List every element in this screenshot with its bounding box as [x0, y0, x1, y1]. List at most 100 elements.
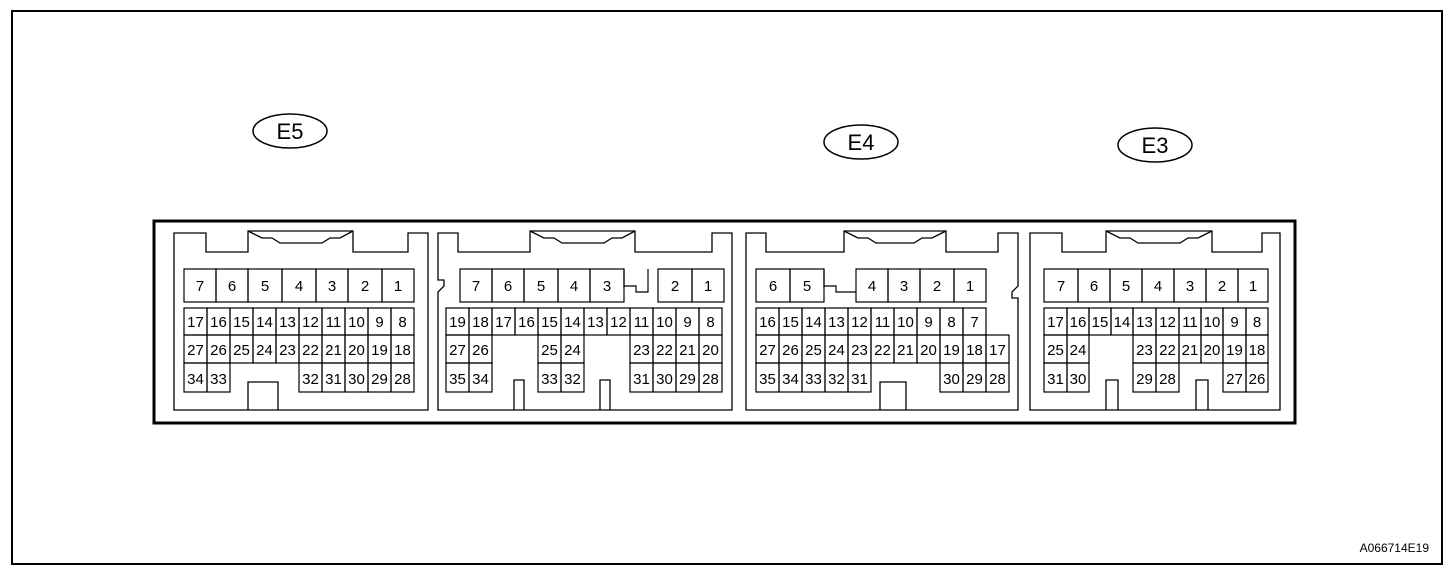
pin-row: 7 6 5 4 3 2 1 [1043, 268, 1269, 303]
pin-label: 27 [449, 342, 466, 359]
pin-row: 27 26 25 24 23 22 21 20 19 18 [183, 334, 415, 364]
pin-label: 10 [897, 314, 914, 331]
pin-label: 19 [943, 342, 960, 359]
pin-label: 32 [564, 371, 581, 388]
connector-e5-key [247, 381, 279, 410]
pin-label: 26 [210, 342, 227, 359]
pin-label: 6 [1090, 278, 1098, 295]
pin-label: 4 [295, 278, 303, 295]
pin-label: 13 [828, 314, 845, 331]
pin-label: 17 [1047, 314, 1064, 331]
pin-row: 25 24 23 22 21 20 19 18 [1043, 334, 1269, 364]
pin-label: 14 [564, 314, 581, 331]
pin-label: 34 [187, 371, 204, 388]
pin-label: 16 [210, 314, 227, 331]
pin-label: 9 [683, 314, 691, 331]
pin-label: 32 [828, 371, 845, 388]
pin-label: 25 [541, 342, 558, 359]
pin-label: 4 [570, 278, 578, 295]
connector-e6-latch [529, 230, 636, 244]
pin-label: 11 [1182, 314, 1198, 331]
pin-label: 2 [361, 278, 369, 295]
outer-border [11, 10, 1443, 565]
pin-label: 15 [1092, 314, 1109, 331]
pin-label: 13 [1136, 314, 1153, 331]
pin-label: 14 [805, 314, 822, 331]
ecu-housing [152, 219, 1297, 425]
pin-label: 31 [325, 371, 342, 388]
connector-e3-pins: 7 6 5 4 3 2 1 17 16 15 [1043, 268, 1269, 393]
pin-label: 8 [1253, 314, 1261, 331]
connector-e3-outline [1029, 230, 1281, 411]
pin-label: 12 [1159, 314, 1176, 331]
pin-label: 2 [671, 278, 679, 295]
pin-label: 25 [1047, 342, 1064, 359]
pin-label: 15 [233, 314, 250, 331]
pin-label: 23 [633, 342, 650, 359]
connector-e6-pins: 7 6 5 4 3 2 1 19 18 17 [445, 268, 725, 393]
pin-label: 8 [398, 314, 406, 331]
pin-label: 5 [537, 278, 545, 295]
pin-label: 8 [706, 314, 714, 331]
pin-label: 18 [1249, 342, 1266, 359]
pin-label: 7 [196, 278, 204, 295]
pin-label: 34 [472, 371, 489, 388]
pin-label: 24 [564, 342, 581, 359]
pin-label: 16 [759, 314, 776, 331]
connector-e4-label-oval [823, 124, 899, 160]
figure-id: A066714E19 [1360, 541, 1430, 555]
pin-label: 15 [782, 314, 799, 331]
pin-label: 17 [989, 342, 1006, 359]
pin-label: 2 [933, 278, 941, 295]
pin-label: 29 [371, 371, 388, 388]
connector-e4-latch [843, 230, 947, 244]
pin-label: 35 [449, 371, 466, 388]
connector-e3-latch [1105, 230, 1213, 244]
pin-label: 33 [805, 371, 822, 388]
pin-label: 19 [449, 314, 466, 331]
pin-label: 5 [1122, 278, 1130, 295]
connector-e3-key [1105, 379, 1209, 410]
connector-e6-outline [437, 230, 733, 411]
pin-label: 7 [970, 314, 978, 331]
pin-label: 20 [920, 342, 937, 359]
pin-label: 28 [1159, 371, 1176, 388]
pin-label: 31 [1047, 371, 1064, 388]
pin-row: 35 34 33 32 31 30 29 28 [445, 362, 723, 393]
pin-label: 3 [603, 278, 611, 295]
pin-label: 18 [472, 314, 489, 331]
pin-label: 10 [656, 314, 673, 331]
connector-e6-notch [623, 269, 649, 293]
pin-label: 11 [326, 314, 342, 331]
pin-row: 17 16 15 14 13 12 11 10 9 8 [183, 307, 415, 336]
pin-label: 2 [1218, 278, 1226, 295]
pin-label: 34 [782, 371, 799, 388]
connector-e3: E3 7 6 5 4 3 2 1 17 1 [1029, 127, 1281, 411]
connector-e5-latch [247, 230, 354, 244]
pin-label: 12 [610, 314, 627, 331]
pin-label: 1 [966, 278, 974, 295]
pin-label: 20 [348, 342, 365, 359]
pin-row: 6 5 4 3 2 1 [755, 268, 987, 303]
pin-label: 21 [897, 342, 914, 359]
pin-label: 26 [1249, 371, 1266, 388]
pin-label: 3 [328, 278, 336, 295]
pin-label: 1 [394, 278, 402, 295]
pin-label: 26 [782, 342, 799, 359]
pin-label: 33 [541, 371, 558, 388]
pin-label: 10 [348, 314, 365, 331]
pin-label: 28 [394, 371, 411, 388]
pin-label: 19 [371, 342, 388, 359]
pin-label: 23 [1136, 342, 1153, 359]
pin-row: 7 6 5 4 3 2 1 [459, 268, 725, 303]
pin-row: 34 33 32 31 30 29 28 [183, 362, 415, 393]
pin-label: 14 [1114, 314, 1131, 331]
pin-label: 30 [1070, 371, 1087, 388]
pin-label: 30 [656, 371, 673, 388]
pin-label: 31 [633, 371, 650, 388]
pin-label: 21 [325, 342, 342, 359]
connector-e5-outline [173, 230, 429, 411]
pin-label: 19 [1226, 342, 1243, 359]
connector-e3-label: E3 [1142, 133, 1169, 158]
pin-label: 3 [1186, 278, 1194, 295]
